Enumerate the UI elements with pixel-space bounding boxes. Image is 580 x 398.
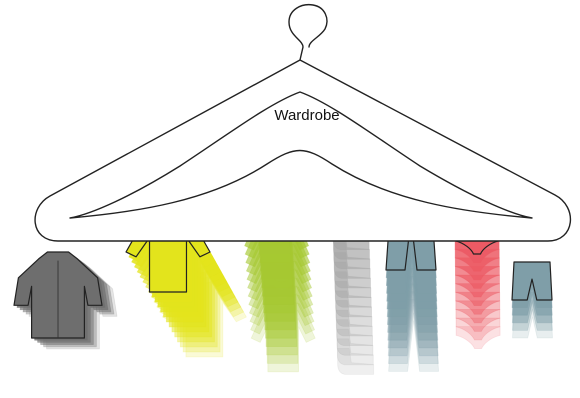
hanger-icon: Wardrobe [35, 5, 570, 241]
underwear-stack [455, 232, 500, 349]
shorts-stack [512, 262, 553, 338]
jacket-stack [14, 252, 117, 349]
hanger-label: Wardrobe [274, 107, 339, 124]
